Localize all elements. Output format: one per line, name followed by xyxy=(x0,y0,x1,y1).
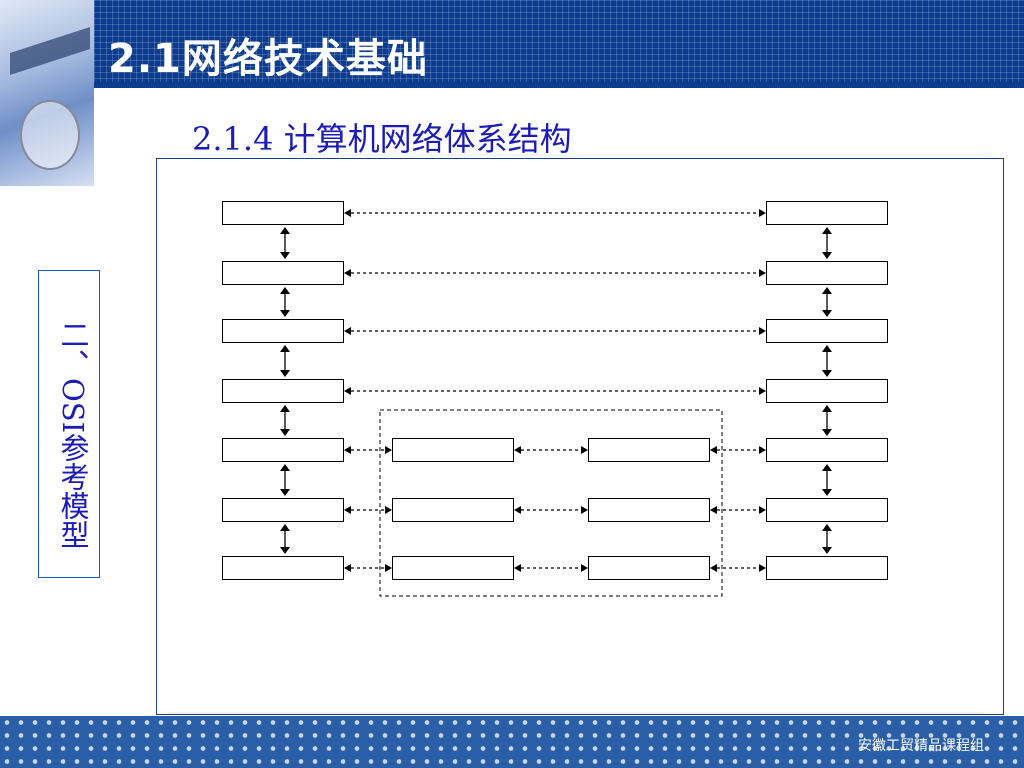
interface-arrow-up xyxy=(280,524,290,531)
side-label: 二、OSI参考模型 xyxy=(38,270,100,578)
peer-arrow-right xyxy=(759,269,766,277)
interface-arrow-down xyxy=(280,429,290,436)
banner-stripe xyxy=(94,82,1024,88)
peer-arrow-left xyxy=(514,506,521,514)
peer-arrow-left xyxy=(344,564,351,572)
peer-arrow-right xyxy=(759,446,766,454)
peer-arrow-left xyxy=(514,564,521,572)
interface-arrow-down xyxy=(280,252,290,259)
peer-arrow-right xyxy=(759,327,766,335)
section-subtitle: 2.1.4 计算机网络体系结构 xyxy=(192,120,572,158)
interface-arrow-down xyxy=(822,489,832,496)
host-b-layer-4 xyxy=(766,379,888,403)
host-a-layer-7 xyxy=(222,201,344,225)
interface-arrow-down xyxy=(822,370,832,377)
host-b-layer-5 xyxy=(766,319,888,343)
router1-layer-3 xyxy=(392,438,514,462)
host-a-layer-2 xyxy=(222,498,344,522)
corner-computer-image xyxy=(0,0,94,186)
router2-layer-1 xyxy=(588,556,710,580)
host-a-layer-5 xyxy=(222,319,344,343)
peer-arrow-right xyxy=(581,564,588,572)
peer-arrow-left xyxy=(344,446,351,454)
router1-layer-1 xyxy=(392,556,514,580)
interface-arrow-up xyxy=(822,227,832,234)
peer-arrow-left xyxy=(710,506,717,514)
host-b-layer-2 xyxy=(766,498,888,522)
host-a-layer-6 xyxy=(222,261,344,285)
peer-arrow-right xyxy=(581,506,588,514)
interface-arrow-up xyxy=(822,464,832,471)
interface-arrow-down xyxy=(280,547,290,554)
peer-arrow-left xyxy=(344,209,351,217)
footer-dot-band xyxy=(0,716,1024,768)
peer-arrow-left xyxy=(514,446,521,454)
title-banner xyxy=(94,0,1024,82)
interface-arrow-up xyxy=(280,287,290,294)
host-a-layer-1 xyxy=(222,556,344,580)
host-b-layer-3 xyxy=(766,438,888,462)
peer-arrow-left xyxy=(710,446,717,454)
interface-arrow-down xyxy=(822,547,832,554)
peer-arrow-left xyxy=(344,269,351,277)
footer-text: 安徽工贸精品课程组 xyxy=(858,738,984,754)
peer-arrow-right xyxy=(385,446,392,454)
interface-arrow-down xyxy=(822,429,832,436)
peer-arrow-right xyxy=(759,564,766,572)
interface-arrow-down xyxy=(280,489,290,496)
interface-arrow-down xyxy=(280,370,290,377)
peer-arrow-right xyxy=(385,506,392,514)
host-a-layer-3 xyxy=(222,438,344,462)
host-b-layer-7 xyxy=(766,201,888,225)
host-a-layer-4 xyxy=(222,379,344,403)
osi-diagram xyxy=(156,158,1004,715)
peer-arrow-left xyxy=(710,564,717,572)
interface-arrow-up xyxy=(822,345,832,352)
peer-arrow-right xyxy=(385,564,392,572)
subnet-frame xyxy=(379,409,723,597)
peer-arrow-left xyxy=(344,506,351,514)
interface-arrow-up xyxy=(822,524,832,531)
interface-arrow-up xyxy=(280,345,290,352)
interface-arrow-down xyxy=(280,310,290,317)
host-b-layer-6 xyxy=(766,261,888,285)
peer-arrow-left xyxy=(344,327,351,335)
peer-arrow-right xyxy=(581,446,588,454)
interface-arrow-up xyxy=(822,405,832,412)
peer-arrow-left xyxy=(344,387,351,395)
interface-arrow-up xyxy=(280,464,290,471)
interface-arrow-up xyxy=(280,227,290,234)
host-b-layer-1 xyxy=(766,556,888,580)
peer-arrow-right xyxy=(759,506,766,514)
page-title: 2.1网络技术基础 xyxy=(108,36,428,82)
interface-arrow-down xyxy=(822,310,832,317)
peer-arrow-right xyxy=(759,209,766,217)
peer-arrow-right xyxy=(759,387,766,395)
router1-layer-2 xyxy=(392,498,514,522)
router2-layer-2 xyxy=(588,498,710,522)
interface-arrow-down xyxy=(822,252,832,259)
interface-arrow-up xyxy=(822,287,832,294)
interface-arrow-up xyxy=(280,405,290,412)
router2-layer-3 xyxy=(588,438,710,462)
